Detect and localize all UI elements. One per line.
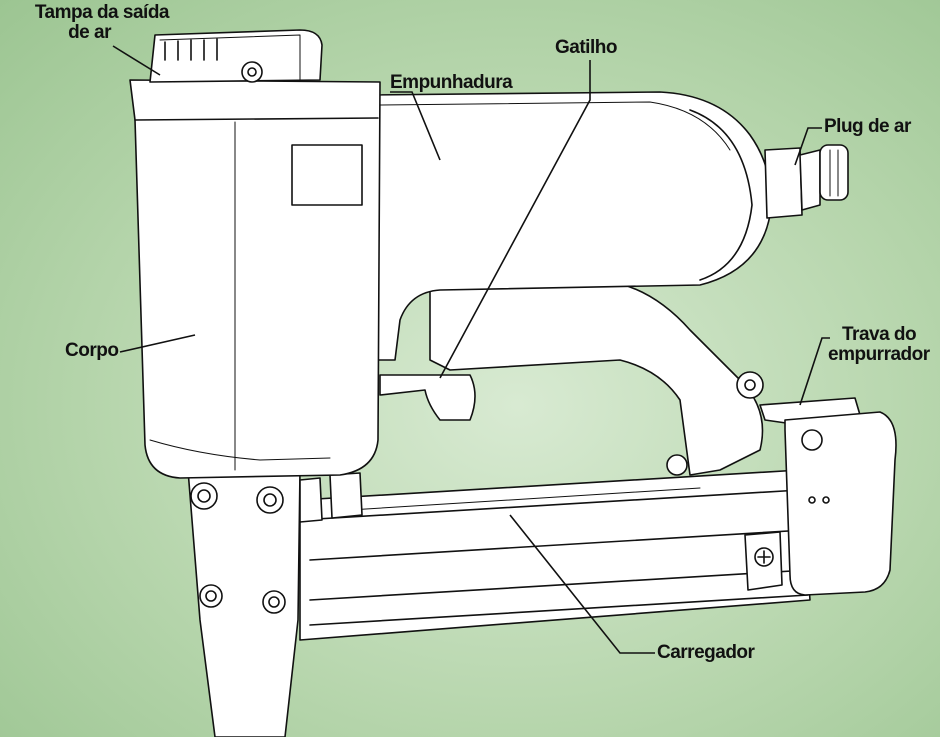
leader-gatilho bbox=[439, 60, 591, 379]
nose-plate bbox=[187, 469, 363, 737]
label-trava-do-empurrador: Trava do empurrador bbox=[828, 324, 930, 365]
magazine bbox=[299, 469, 811, 641]
pusher-latch bbox=[744, 397, 897, 596]
label-plug-de-ar: Plug de ar bbox=[824, 116, 911, 137]
leader-trava bbox=[799, 337, 830, 406]
air-plug bbox=[764, 144, 849, 219]
leader-corpo bbox=[119, 334, 196, 353]
exhaust-cap bbox=[149, 29, 323, 83]
label-corpo: Corpo bbox=[65, 340, 119, 361]
label-tampa-da-saida-de-ar: Tampa da saída de ar bbox=[3, 2, 170, 43]
label-gatilho: Gatilho bbox=[555, 37, 617, 58]
leader-empunhadura bbox=[390, 91, 441, 161]
trigger bbox=[379, 374, 476, 421]
handle bbox=[369, 91, 772, 361]
label-trava-line1: Trava do bbox=[842, 324, 917, 345]
label-trava-line2: empurrador bbox=[828, 344, 930, 365]
body bbox=[129, 79, 381, 479]
label-carregador: Carregador bbox=[657, 642, 755, 663]
grip-lower bbox=[429, 279, 764, 476]
label-tampa-line1: Tampa da saída bbox=[34, 2, 170, 23]
label-empunhadura: Empunhadura bbox=[390, 72, 513, 93]
label-tampa-line2: de ar bbox=[68, 22, 111, 43]
leader-carregador bbox=[509, 514, 655, 654]
leader-tampa bbox=[112, 45, 161, 76]
leader-plug bbox=[794, 127, 822, 166]
